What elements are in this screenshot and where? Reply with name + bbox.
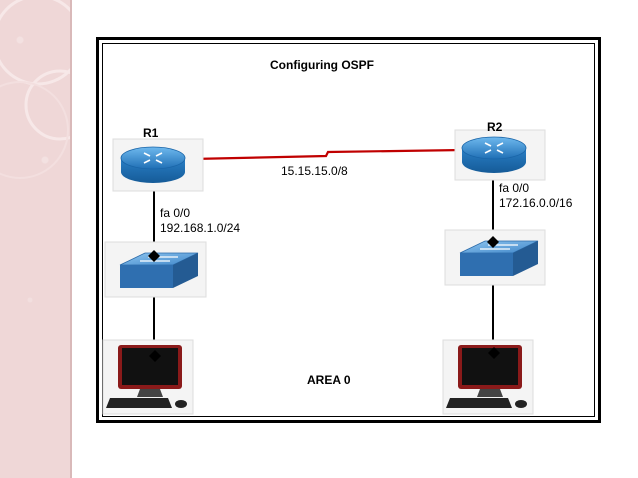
router-r1-network: 192.168.1.0/24 xyxy=(160,221,241,235)
sidebar-divider xyxy=(70,0,72,478)
router-r1-interface: fa 0/0 xyxy=(160,206,191,220)
diagram-title: Configuring OSPF xyxy=(270,58,374,72)
pc-1-icon[interactable] xyxy=(102,339,194,415)
router-r1-icon[interactable] xyxy=(112,138,204,192)
router-r2-interface: fa 0/0 xyxy=(499,181,530,195)
ospf-area-label: AREA 0 xyxy=(307,373,351,387)
router-r1-name: R1 xyxy=(143,126,159,140)
pc-2-icon[interactable] xyxy=(442,339,534,415)
serial-link-network: 15.15.15.0/8 xyxy=(281,164,348,178)
diagram-frame-inner-border xyxy=(102,43,595,417)
decorative-sidebar xyxy=(0,0,70,478)
serial-link xyxy=(191,148,464,161)
router-r2-icon[interactable] xyxy=(454,129,546,181)
switch-1-icon[interactable] xyxy=(104,241,207,298)
switch-2-icon[interactable] xyxy=(444,229,546,286)
sidebar-swirl-graphic xyxy=(0,0,70,179)
router-r2-name: R2 xyxy=(487,120,503,134)
router-r2-network: 172.16.0.0/16 xyxy=(499,196,573,210)
